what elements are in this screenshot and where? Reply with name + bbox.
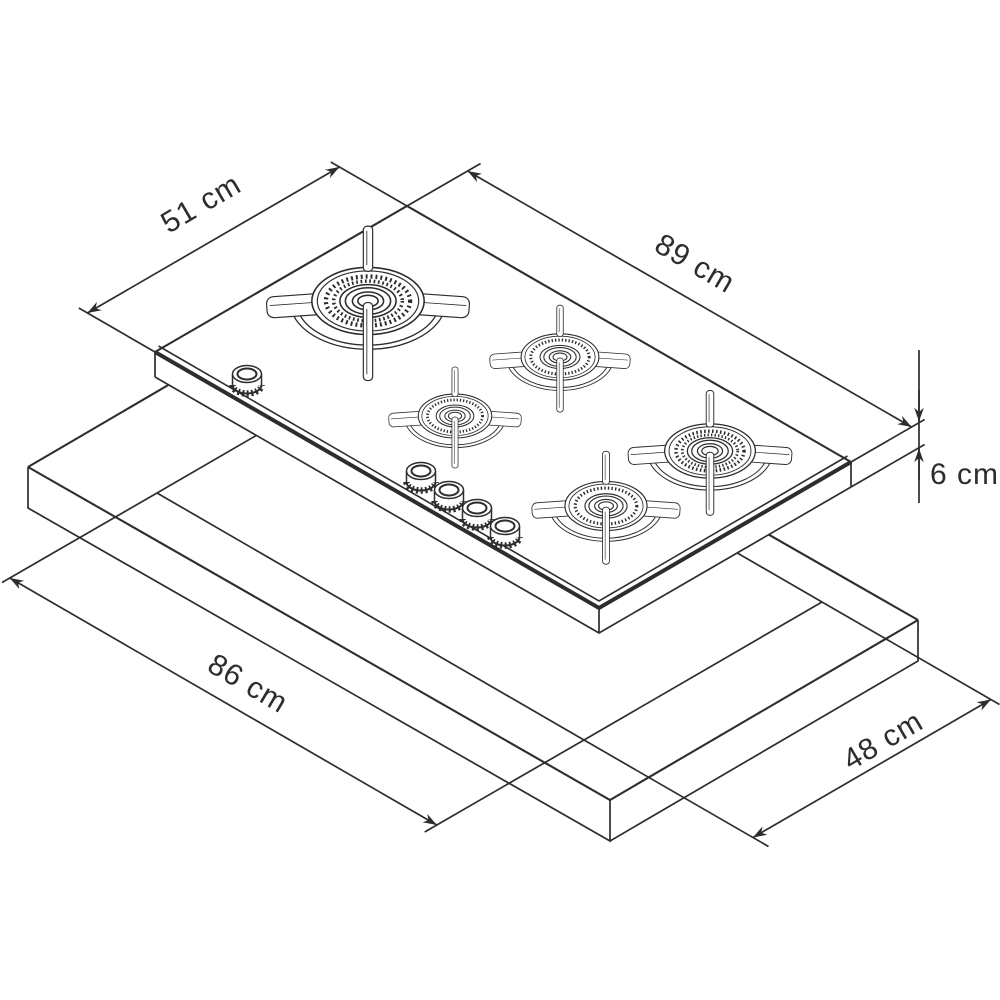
knob-3 bbox=[463, 500, 492, 528]
dimension-label-cutout-width: 48 cm bbox=[837, 705, 928, 777]
dimension-line bbox=[752, 698, 992, 839]
knob-corner bbox=[233, 366, 262, 394]
extension-lines bbox=[583, 601, 1000, 848]
dimension-label-cutout-length: 86 cm bbox=[202, 648, 293, 720]
extension-line-bottom bbox=[850, 443, 926, 488]
dimension-label-width: 89 cm bbox=[649, 228, 740, 300]
knob-2 bbox=[435, 482, 464, 510]
extension-lines bbox=[1, 492, 585, 833]
dimension-label-height: 6 cm bbox=[930, 458, 999, 491]
knob-1 bbox=[407, 463, 436, 491]
dimension-line bbox=[9, 577, 438, 826]
dimension-cutout-width-48: 48 cm bbox=[583, 601, 1000, 848]
knob-4 bbox=[491, 518, 520, 546]
dimension-height-6: 6 cm bbox=[850, 350, 999, 503]
dimension-line bbox=[86, 166, 340, 314]
glass-bevel-line bbox=[158, 345, 848, 602]
body-front-right-face bbox=[599, 462, 851, 633]
dimension-line bbox=[467, 170, 913, 428]
extension-lines bbox=[78, 161, 408, 353]
body-front-left-face bbox=[155, 352, 599, 633]
body-bottom-edges bbox=[154, 352, 852, 634]
